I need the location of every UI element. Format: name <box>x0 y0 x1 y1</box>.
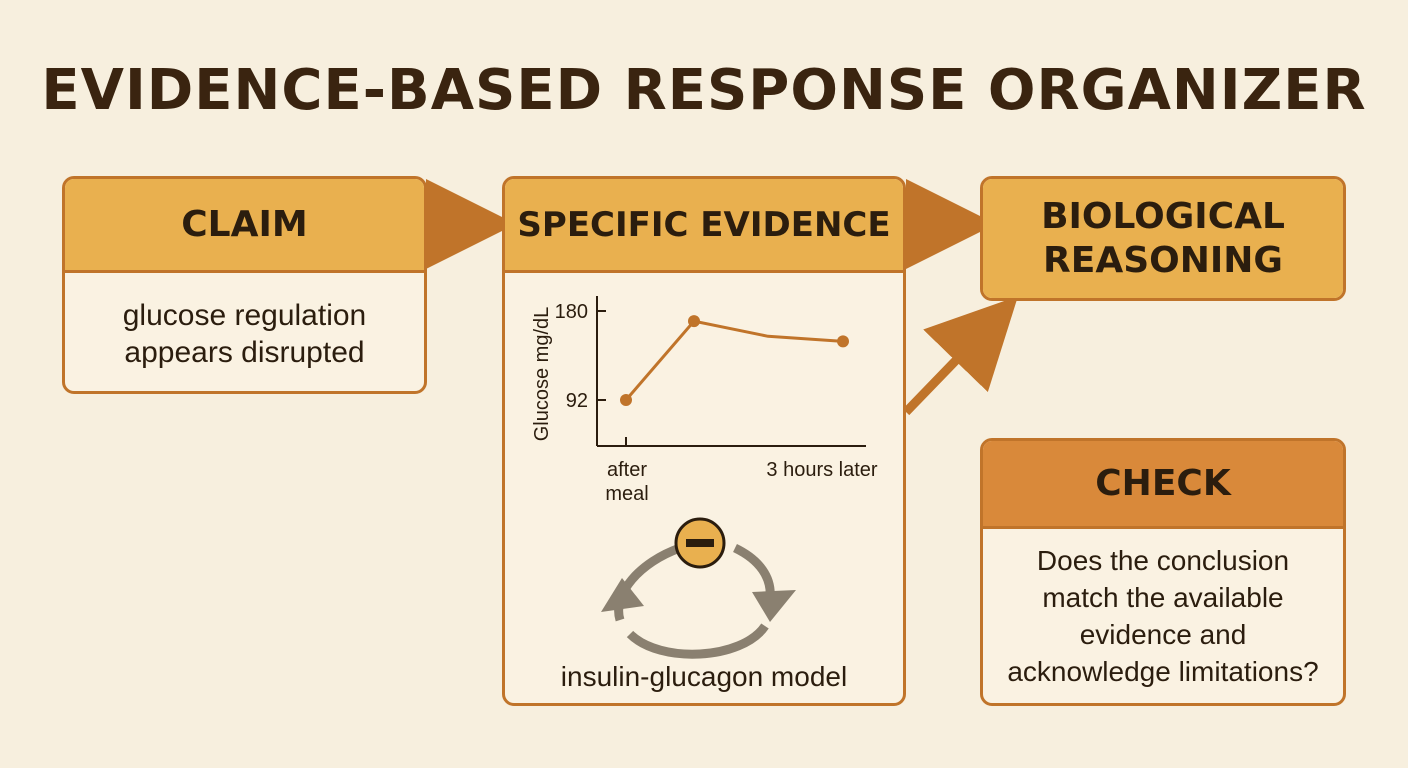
data-point <box>837 335 849 348</box>
series-line <box>624 319 844 401</box>
x-tick-label-start-2: meal <box>605 483 648 505</box>
cycle-arrow-bottom <box>626 623 769 659</box>
arrow-evidence-up-to-reasoning <box>902 296 1019 416</box>
claim-heading: CLAIM <box>65 179 424 273</box>
check-text: Does the conclusion match the available … <box>983 529 1343 703</box>
cycle-arrow-left <box>614 543 682 622</box>
claim-text-content: glucose regulation appears disrupted <box>122 299 367 369</box>
data-point <box>688 315 700 328</box>
data-point <box>620 394 632 406</box>
x-tick-label-end: 3 hours later <box>766 459 878 481</box>
glucose-chart: Glucose mg/dL 180 92 after meal 3 hours … <box>531 296 878 505</box>
cycle-arrow-right <box>732 543 775 599</box>
page-title: EVIDENCE-BASED RESPONSE ORGANIZER <box>41 58 1367 123</box>
check-text-content: Does the conclusion match the available … <box>1007 545 1319 687</box>
y-tick-label-180: 180 <box>555 301 588 323</box>
reasoning-heading-line2: REASONING <box>1043 239 1283 281</box>
check-heading: CHECK <box>983 441 1343 529</box>
x-tick-label-start-1: after <box>607 459 647 481</box>
check-box: CHECK Does the conclusion match the avai… <box>980 438 1346 706</box>
minus-sign-icon <box>686 539 714 547</box>
claim-box: CLAIM glucose regulation appears disrupt… <box>62 176 427 394</box>
reasoning-heading: BIOLOGICAL REASONING <box>983 179 1343 298</box>
y-axis-label: Glucose mg/dL <box>531 307 553 442</box>
y-tick-label-92: 92 <box>566 390 588 412</box>
reasoning-box: BIOLOGICAL REASONING <box>980 176 1346 301</box>
cycle-arrow-right-head <box>752 590 796 622</box>
insulin-glucagon-model-graphic: insulin-glucagon model <box>561 517 847 692</box>
cycle-arrow-left-head <box>601 578 644 612</box>
claim-text: glucose regulation appears disrupted <box>65 273 424 391</box>
evidence-heading: SPECIFIC EVIDENCE <box>505 179 903 273</box>
model-label: insulin-glucagon model <box>561 661 847 692</box>
evidence-box: SPECIFIC EVIDENCE <box>502 176 906 706</box>
reasoning-heading-line1: BIOLOGICAL <box>1041 195 1285 237</box>
